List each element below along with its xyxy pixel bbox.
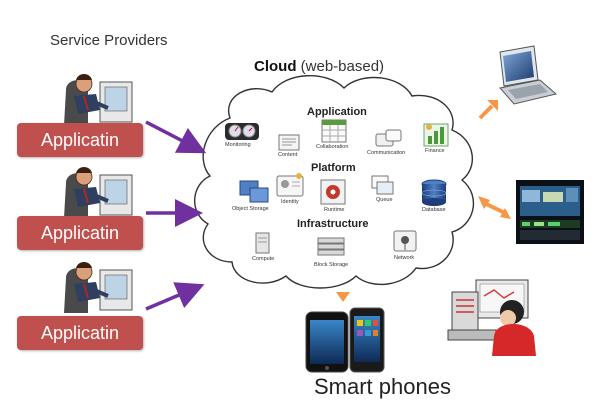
collaboration-label: Collaboration [316,144,349,150]
finance-icon [423,123,449,147]
arrow-to-laptop [478,100,498,120]
smartphones-icon [305,307,385,373]
provider-arrow-1 [145,120,207,154]
block-storage-icon [317,237,345,256]
block-storage-label: Block Storage [314,262,349,268]
queue-icon [371,175,394,195]
queue-label: Queue [376,197,393,203]
provider-application-label: Applicatin [17,316,143,350]
section-infrastructure: Infrastructure [297,218,369,230]
section-application: Application [307,106,367,118]
monitoring-icon [225,123,259,140]
collaboration-icon [321,119,347,143]
runtime-label: Runtime [324,207,345,213]
database-label: Database [422,207,446,213]
provider-arrow-3 [145,282,205,311]
businessman-at-computer-icon [64,167,133,218]
video-wall-icon [516,180,584,244]
cloud-heading: Cloud (web-based) [254,58,384,75]
cloud-subtitle: (web-based) [300,58,385,75]
network-label: Network [394,255,415,261]
identity-label: Identity [281,199,299,205]
finance-label: Finance [425,148,445,154]
object-storage-icon [239,180,269,203]
arrow-to-phones [336,292,350,302]
businessman-at-computer-icon [64,74,133,125]
cloud-title: Cloud [254,58,297,75]
arrow-to-display [478,196,511,219]
network-icon [393,230,417,252]
service-providers-label: Service Providers [50,32,168,49]
provider-application-label: Applicatin [17,216,143,250]
smart-phones-label: Smart phones [314,374,451,399]
object-storage-label: Object Storage [232,206,269,212]
communication-label: Communication [367,150,406,156]
content-icon [278,134,300,151]
content-label: Content [278,152,298,158]
provider-application-label: Applicatin [17,123,143,157]
compute-icon [255,232,270,254]
woman-at-computer-icon [446,278,542,356]
database-icon [421,179,447,206]
compute-label: Compute [252,256,275,262]
section-platform: Platform [311,162,356,174]
communication-icon [375,129,402,147]
monitoring-label: Monitoring [225,142,251,148]
businessman-at-computer-icon [64,262,133,313]
laptop-icon [499,45,558,105]
runtime-icon [320,179,346,205]
identity-icon [276,173,304,197]
